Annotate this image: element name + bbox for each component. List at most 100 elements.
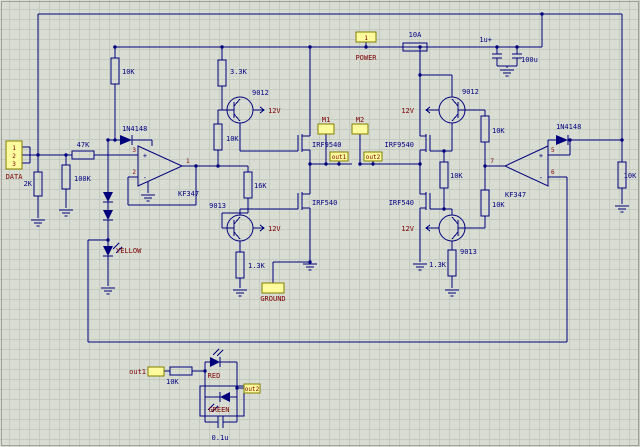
- led-yellow[interactable]: YELLOW: [103, 242, 142, 257]
- port-out2-mid[interactable]: out2: [363, 151, 383, 162]
- resistor-r10[interactable]: 10K: [480, 115, 505, 143]
- power-port-12v-left-bottom[interactable]: 12V: [259, 224, 281, 233]
- pin-number: 5: [551, 147, 555, 154]
- resistor-r3[interactable]: 10K: [213, 123, 239, 151]
- transistor-q4[interactable]: 9013: [438, 214, 477, 256]
- port-m1[interactable]: M1: [317, 116, 335, 135]
- resistor-r2[interactable]: 3.3K: [217, 59, 248, 87]
- mosfet-f4[interactable]: IRF540: [389, 192, 431, 210]
- capacitor-c2[interactable]: 100u: [512, 53, 538, 64]
- port-out1-mid[interactable]: out1: [329, 151, 349, 162]
- port-label: GROUND: [260, 295, 285, 303]
- resistor-value: 2K: [24, 180, 33, 188]
- led-red[interactable]: RED: [208, 348, 224, 380]
- pin-number: 1: [186, 158, 190, 165]
- diode-d2[interactable]: 1N4148: [556, 123, 581, 145]
- resistor-value: 100K: [74, 175, 92, 183]
- resistor-r14[interactable]: 10K: [166, 366, 193, 386]
- port-label: M2: [356, 116, 364, 124]
- power-label: 12V: [268, 107, 281, 115]
- transistor-q3[interactable]: 9012: [438, 88, 479, 124]
- connector-data[interactable]: 1 2 3 DATA: [5, 140, 24, 181]
- resistor-r12[interactable]: 1.3K: [429, 249, 457, 277]
- resistor-r9[interactable]: 10K: [439, 161, 463, 189]
- opamp-u1[interactable]: + - KF347 3 2 1: [132, 145, 199, 198]
- fuse-value: 10A: [409, 31, 422, 39]
- ground-symbol: [31, 219, 45, 227]
- ground-symbol: [445, 289, 459, 297]
- port-label: out1: [129, 368, 146, 376]
- port-out2-bottom[interactable]: out2: [243, 383, 261, 394]
- junction-dots: [36, 12, 624, 390]
- capacitor-c3[interactable]: 0.1u: [212, 416, 229, 442]
- port-out1-bottom[interactable]: out1: [129, 366, 165, 377]
- port-m2[interactable]: M2: [351, 116, 369, 135]
- power-port-12v-left-top[interactable]: 12V: [259, 106, 281, 115]
- resistor-value: 16K: [254, 182, 267, 190]
- port-label: out2: [245, 386, 260, 393]
- connector-label: DATA: [6, 173, 24, 181]
- resistor-r11[interactable]: 10K: [480, 189, 505, 217]
- resistor-r5[interactable]: 1.3K: [235, 251, 266, 279]
- power-label: 12V: [268, 225, 281, 233]
- resistor-r7[interactable]: 100K: [61, 164, 92, 190]
- port-ground[interactable]: GROUND: [260, 282, 286, 303]
- resistor-r1[interactable]: 10K: [110, 57, 135, 85]
- ground-symbol: [303, 263, 317, 271]
- mosfet-type: IRF9540: [312, 141, 342, 149]
- power-label: 12V: [401, 225, 414, 233]
- ground-symbol: [141, 194, 155, 202]
- component-outline: [199, 385, 245, 417]
- power-port-12v-right-top[interactable]: 12V: [401, 106, 431, 115]
- transistor-type: 9012: [252, 89, 269, 97]
- capacitor-value: 1u+: [479, 36, 492, 44]
- diode-d3[interactable]: [103, 192, 113, 203]
- resistor-r8[interactable]: 47K: [71, 141, 95, 160]
- port-label: POWER: [355, 54, 377, 62]
- opamp-minus-mark: -: [143, 174, 147, 182]
- resistor-value: 10K: [492, 127, 505, 135]
- transistor-q2[interactable]: 9013: [209, 202, 254, 242]
- transistor-type: 9013: [209, 202, 226, 210]
- ground-symbol: [413, 263, 427, 271]
- resistor-r13[interactable]: 10K: [617, 161, 637, 189]
- port-label: out1: [332, 154, 347, 161]
- capacitor-value: 0.1u: [212, 434, 229, 442]
- power-port-12v-right-bottom[interactable]: 12V: [401, 224, 431, 233]
- ground-symbols[interactable]: [31, 69, 629, 297]
- diode-d4[interactable]: [103, 210, 113, 221]
- resistor-value: 10K: [624, 172, 637, 180]
- led-green[interactable]: GREEN: [199, 385, 245, 417]
- resistor-value: 10K: [166, 378, 179, 386]
- pin-number: 2: [12, 153, 16, 160]
- capacitor-value: 100u: [521, 56, 538, 64]
- opamp-u2[interactable]: + - KF347 5 6 7: [490, 145, 555, 199]
- port-pin: 1: [364, 35, 368, 42]
- mosfet-f3[interactable]: IRF9540: [384, 134, 431, 152]
- led-color-label: RED: [208, 372, 221, 380]
- resistor-r4[interactable]: 16K: [243, 171, 267, 199]
- ground-symbol: [233, 289, 247, 297]
- pin-number: 3: [12, 161, 16, 168]
- mosfet-f1[interactable]: IRF9540: [297, 134, 342, 152]
- opamp-type: KF347: [505, 191, 526, 199]
- pin-number: 7: [490, 158, 494, 165]
- fuse[interactable]: 10A: [402, 31, 428, 52]
- opamp-plus-mark: +: [539, 152, 543, 160]
- mosfet-f2[interactable]: IRF540: [297, 192, 337, 210]
- capacitor-c1[interactable]: 1u+: [479, 36, 502, 59]
- transistor-q1[interactable]: 9012: [226, 89, 269, 124]
- resistor-value: 47K: [77, 141, 90, 149]
- opamp-type: KF347: [178, 190, 199, 198]
- ground-symbol: [59, 209, 73, 217]
- opamp-plus-mark: +: [143, 152, 147, 160]
- diode-d1[interactable]: 1N4148: [120, 125, 147, 145]
- diode-type: 1N4148: [122, 125, 147, 133]
- resistor-value: 10K: [450, 172, 463, 180]
- port-power[interactable]: 1 POWER: [355, 31, 377, 62]
- mosfet-type: IRF540: [389, 199, 414, 207]
- transistor-type: 9013: [460, 248, 477, 256]
- resistor-r6[interactable]: 2K: [24, 171, 43, 197]
- pin-number: 1: [12, 145, 16, 152]
